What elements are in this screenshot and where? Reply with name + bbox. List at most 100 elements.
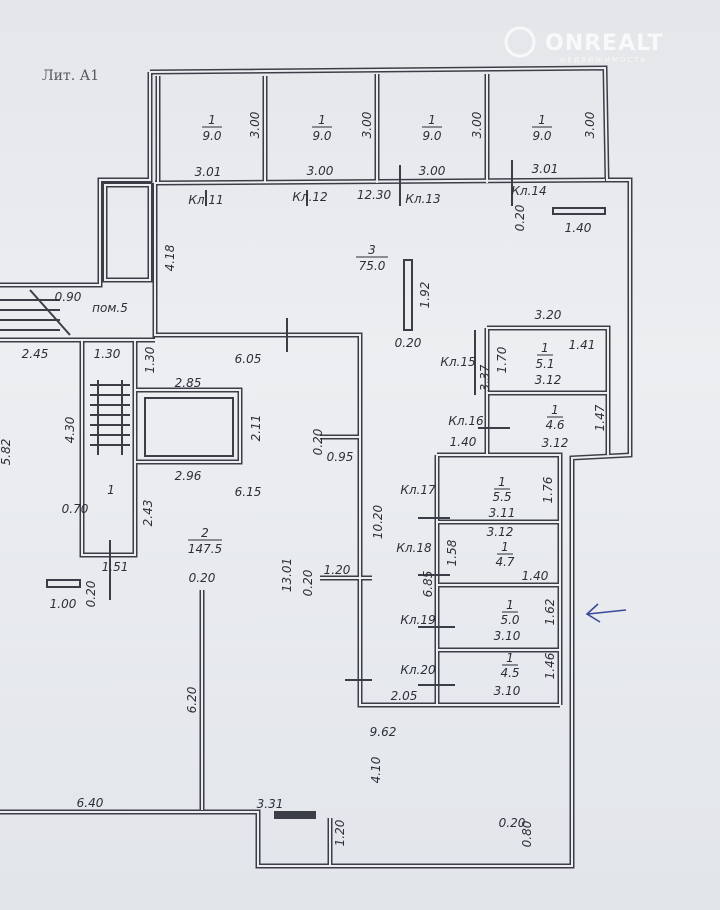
dimension-label: 2.11 (249, 415, 263, 442)
dimension-label: 10.20 (371, 504, 385, 539)
dimension-label: 4.5 (500, 666, 519, 680)
vertical-dimensions: 3.00 3.00 3.00 3.00 0.20 4.18 1.92 1.30 … (0, 111, 607, 847)
dimension-label: 1.76 (541, 476, 555, 503)
dimension-label: 0.80 (520, 820, 534, 847)
dimension-label: 0.20 (301, 569, 315, 596)
dimension-label: 0.20 (311, 428, 325, 455)
dimension-label: 3.37 (478, 364, 492, 391)
dimension-label: 3.01 (195, 165, 222, 179)
room-label: 15.5 (492, 475, 511, 504)
dimension-label: 6.85 (421, 571, 435, 598)
dimension-label: 3.20 (535, 308, 562, 322)
dimension-label: 6.40 (77, 796, 104, 810)
dimension-label: 1 (541, 341, 549, 355)
dimension-label: 3.00 (248, 111, 262, 138)
dimension-label: 3.00 (470, 111, 484, 138)
dimension-label: 3.00 (307, 164, 334, 178)
dimension-label: 1 (506, 651, 514, 665)
dimension-label: 1.20 (333, 819, 347, 846)
dimension-label: 5.82 (0, 439, 13, 466)
dimension-label: 5.1 (535, 357, 554, 371)
dimension-label: 4.6 (545, 418, 564, 432)
dimension-label: 4.30 (63, 416, 77, 443)
dimension-label: 1 (318, 113, 326, 127)
dimension-label: 5.0 (500, 613, 519, 627)
dimension-label: 3.10 (494, 629, 521, 643)
dimension-label: 1 (428, 113, 436, 127)
dimension-label: 3.12 (542, 436, 569, 450)
dimension-label: Кл.19 (400, 613, 435, 627)
dimension-label: 13.01 (280, 558, 294, 592)
dimension-label: 0.20 (513, 204, 527, 231)
dimension-label: 2.96 (175, 469, 202, 483)
dimension-label: 6.15 (235, 485, 262, 499)
dimension-label: 1 (551, 403, 559, 417)
dimension-label: 6.20 (185, 686, 199, 713)
dimension-label: 1.40 (565, 221, 592, 235)
dimension-label: 0.20 (395, 336, 422, 350)
dimension-label: 1.41 (569, 338, 596, 352)
dimension-label: 1.92 (418, 282, 432, 309)
dimension-label: Кл.14 (511, 184, 546, 198)
dimension-label: Кл.16 (448, 414, 484, 428)
dimension-label: 2.85 (175, 376, 202, 390)
drawing-title: Лит. А1 (42, 68, 99, 84)
dimension-label: 9.0 (202, 129, 221, 143)
dimension-label: 4.7 (495, 555, 514, 569)
dimension-label: 0.90 (55, 290, 82, 304)
dimension-label: 1.70 (495, 346, 509, 373)
dimension-label: 9.0 (422, 129, 441, 143)
dimension-label: 1 (506, 598, 514, 612)
dimension-label: Кл.17 (400, 483, 436, 497)
arrow-icon (585, 603, 627, 623)
dimension-label: 3.00 (360, 111, 374, 138)
dimension-label: 1.62 (543, 599, 557, 626)
room-labels: 19.0 19.0 19.0 19.0 375.0 15.1 14.6 15.5… (92, 113, 565, 680)
room-label-pom5: пом.5 (92, 301, 128, 315)
dimension-label: 1 (498, 475, 506, 489)
dimension-label: 1 (208, 113, 216, 127)
dimension-label: 2.05 (391, 689, 418, 703)
dimension-label: 9.0 (532, 129, 551, 143)
dimension-label: 3.12 (535, 373, 562, 387)
room-label: 15.1 (535, 341, 554, 371)
dimension-label: 3.12 (487, 525, 514, 539)
room-label: 15.0 (500, 598, 519, 627)
dimension-label: 0.95 (327, 450, 354, 464)
dimension-label: 1.47 (593, 404, 607, 431)
dimension-label: 3.11 (489, 506, 516, 520)
dimension-label: Кл.11 (188, 193, 223, 207)
dimension-label: 147.5 (188, 542, 222, 556)
dimension-label: 4.10 (369, 756, 383, 783)
dimension-label: 12.30 (357, 188, 392, 202)
dimension-label: 5.5 (492, 490, 511, 504)
dimension-label: 1.30 (143, 346, 157, 373)
room-label: 14.6 (545, 403, 564, 432)
watermark-sub: НЕДВИЖИМОСТЬ (560, 56, 648, 64)
cell-labels: Кл.11 Кл.12 Кл.13 Кл.14 Кл.15 Кл.16 Кл.1… (188, 184, 546, 677)
dimension-label: 6.05 (235, 352, 262, 366)
dimension-label: 9.0 (312, 129, 331, 143)
dimension-label: 1.51 (102, 560, 129, 574)
dimension-label: 1.30 (94, 347, 121, 361)
dimension-label: 4.18 (163, 244, 177, 271)
watermark-brand: ONREALT (545, 31, 664, 56)
dimension-label: 3.00 (419, 164, 446, 178)
watermark-logo: ONREALT НЕДВИЖИМОСТЬ (504, 26, 664, 64)
room-label: 375.0 (356, 243, 388, 273)
dimension-label: 1.40 (522, 569, 549, 583)
dimension-label: 1.46 (543, 652, 557, 679)
dimension-label: Кл.20 (400, 663, 436, 677)
dimension-label: 1.00 (50, 597, 77, 611)
dimension-label: 3.01 (532, 162, 559, 176)
dimension-label: 1 (501, 540, 509, 554)
dimension-label: 3 (368, 243, 376, 257)
dimension-label: Кл.12 (292, 190, 327, 204)
dimension-label: 0.20 (84, 580, 98, 607)
dimension-label: 1.40 (450, 435, 477, 449)
horizontal-dimensions: 3.01 3.00 3.00 3.01 12.30 1.40 3.20 0.90… (22, 162, 596, 830)
dimension-label: 1 (538, 113, 546, 127)
dimension-label: 0.20 (499, 816, 526, 830)
